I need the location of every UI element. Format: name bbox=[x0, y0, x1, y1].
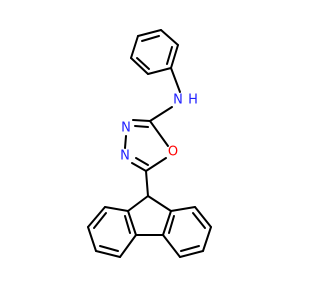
bond bbox=[192, 212, 206, 229]
bond bbox=[179, 250, 204, 258]
bond bbox=[145, 157, 167, 172]
nh-hydrogen-label: H bbox=[188, 93, 198, 108]
bond bbox=[127, 195, 149, 212]
bond bbox=[160, 29, 179, 46]
bond bbox=[130, 35, 139, 59]
bond bbox=[180, 245, 200, 252]
bond bbox=[132, 119, 151, 122]
molecule-drawing: N H N N O bbox=[87, 29, 212, 258]
bond bbox=[141, 35, 160, 42]
bond bbox=[147, 67, 172, 75]
bond bbox=[99, 245, 119, 252]
ring-nitrogen-label: N bbox=[121, 121, 131, 136]
oxadiazole-ring bbox=[124, 119, 169, 172]
fluorene-left-ring bbox=[87, 206, 137, 258]
bond bbox=[130, 57, 149, 75]
bond bbox=[104, 206, 129, 212]
fluorene-core bbox=[127, 195, 172, 236]
bond bbox=[194, 206, 212, 228]
bond bbox=[170, 206, 196, 212]
bond bbox=[87, 226, 97, 252]
bond bbox=[170, 67, 181, 93]
bond bbox=[95, 250, 121, 258]
bond bbox=[135, 157, 149, 166]
nh-nitrogen-label: N bbox=[173, 93, 183, 108]
bond bbox=[136, 57, 150, 70]
bond bbox=[162, 234, 181, 258]
bond bbox=[93, 212, 107, 229]
bond bbox=[147, 195, 172, 212]
bond bbox=[124, 135, 127, 149]
bond bbox=[149, 106, 173, 122]
bond bbox=[131, 162, 147, 172]
bond bbox=[134, 125, 149, 128]
bond bbox=[124, 215, 131, 234]
bond bbox=[127, 210, 137, 236]
bond bbox=[202, 226, 212, 252]
bond bbox=[168, 215, 175, 234]
bond bbox=[149, 120, 169, 147]
bond bbox=[137, 29, 162, 37]
phenyl-ring bbox=[130, 29, 179, 75]
bond bbox=[145, 170, 149, 197]
bond bbox=[119, 234, 137, 258]
fluorene-right-ring bbox=[162, 206, 212, 258]
ring-oxygen-label: O bbox=[168, 145, 178, 160]
structure-canvas: N H N N O bbox=[87, 29, 212, 258]
bond bbox=[166, 46, 173, 65]
bond bbox=[162, 210, 172, 236]
ring-nitrogen-label: N bbox=[120, 149, 130, 164]
bond bbox=[170, 44, 179, 69]
bond bbox=[87, 206, 106, 228]
